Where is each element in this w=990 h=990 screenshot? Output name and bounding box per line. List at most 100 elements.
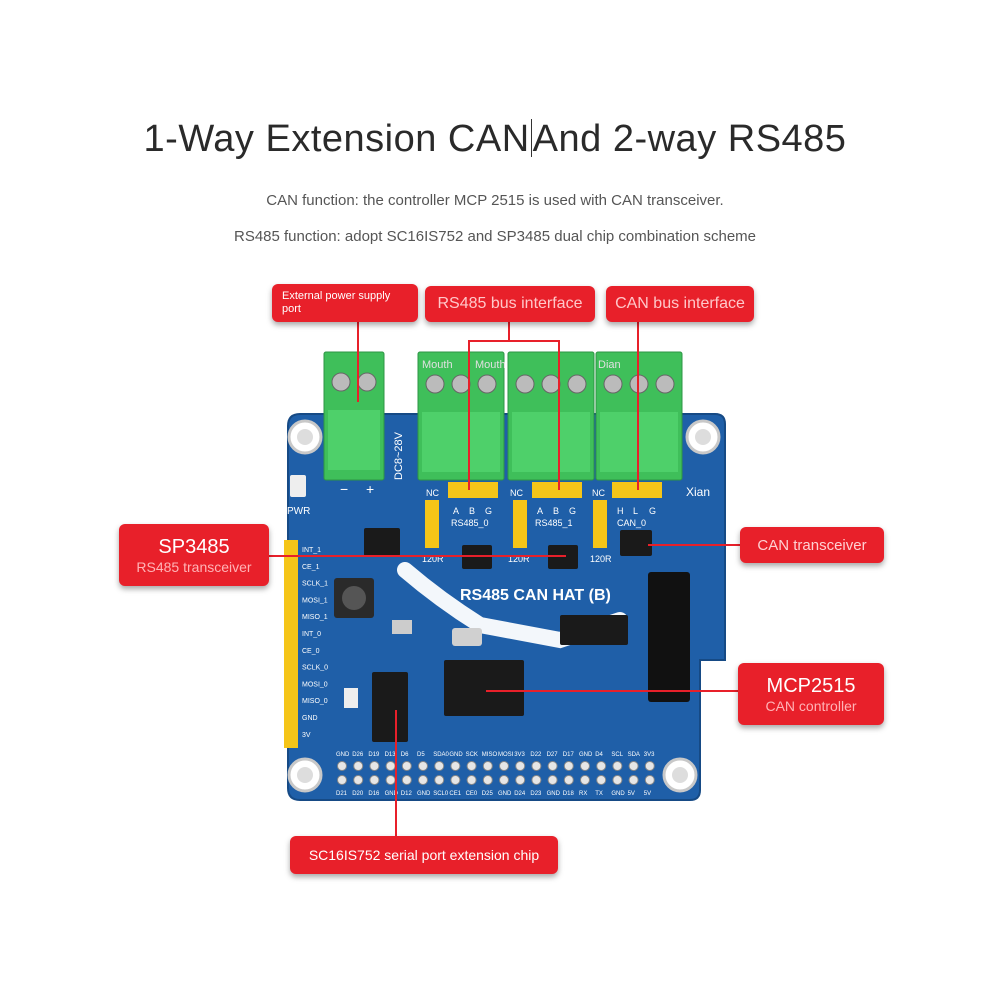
power-terminal	[323, 351, 385, 481]
terminal-label-3: Dian	[598, 359, 621, 371]
svg-text:NC: NC	[510, 488, 523, 498]
rs485-0-terminal	[417, 351, 505, 481]
gpio-label-bottom: CE1	[449, 791, 461, 797]
gpio-pin	[596, 761, 607, 771]
svg-text:B: B	[469, 506, 475, 516]
side-pin-label: MISO_1	[302, 614, 328, 621]
polarity-plus: +	[366, 481, 374, 497]
svg-text:G: G	[569, 506, 576, 516]
svg-text:H: H	[617, 506, 624, 516]
pwr-led	[290, 475, 306, 497]
side-pin-label: MISO_0	[302, 698, 328, 705]
side-pin-label: GND	[302, 715, 318, 722]
gpio-pin	[337, 775, 347, 785]
gpio-pin	[482, 761, 493, 771]
side-pin-label: INT_1	[302, 547, 321, 554]
line-rs485-h	[468, 340, 560, 342]
callout-rs485-text: RS485 bus interface	[437, 295, 583, 312]
gpio-label-bottom: D20	[352, 791, 364, 797]
rs485-1-terminal	[507, 351, 595, 481]
gpio-label-bottom: 5V	[644, 791, 651, 797]
side-pin-label: SCLK_1	[302, 581, 328, 588]
gpio-label-top: MOSI	[498, 752, 514, 758]
gpio-label-top: GND	[579, 752, 593, 758]
gpio-pin	[450, 761, 461, 771]
callout-can-bus: CAN bus interface	[606, 286, 754, 322]
gpio-pin	[418, 761, 428, 771]
svg-text:L: L	[633, 506, 638, 516]
line-rs485-r	[558, 340, 560, 490]
gpio-label-bottom: RX	[579, 791, 587, 797]
callout-power-port: External power supply port	[272, 284, 418, 322]
svg-text:120R: 120R	[422, 554, 444, 564]
callout-mcp2515: MCP2515 CAN controller	[738, 663, 884, 725]
gpio-pin	[450, 775, 461, 785]
gpio-pin	[515, 761, 526, 771]
driver-chip	[560, 615, 628, 645]
side-pin-label: MOSI_0	[302, 681, 328, 688]
callout-mcp2515-sub: CAN controller	[765, 697, 857, 714]
gpio-label-bottom: 5V	[628, 791, 635, 797]
svg-text:NC: NC	[426, 488, 439, 498]
svg-text:A: A	[453, 506, 459, 516]
crystal	[452, 628, 482, 646]
gpio-pin	[499, 775, 509, 785]
gpio-label-bottom: D18	[563, 791, 575, 797]
gpio-label-top: SCL	[611, 752, 623, 758]
small-part-1	[344, 688, 358, 708]
gpio-label-top: D26	[352, 752, 364, 758]
gpio-label-bottom: CE0	[466, 791, 478, 797]
line-sp3485-h	[268, 555, 566, 557]
callout-sc16is752: SC16IS752 serial port extension chip	[290, 836, 558, 874]
gpio-pin	[628, 775, 639, 785]
can-terminal	[595, 351, 683, 481]
svg-text:120R: 120R	[590, 554, 612, 564]
line-cantx-h	[648, 544, 740, 546]
gpio-label-bottom: GND	[611, 791, 625, 797]
callout-can-text: CAN bus interface	[615, 295, 745, 312]
side-pin-label: 3V	[302, 732, 311, 739]
brand-label: Xian	[686, 485, 710, 499]
header-rs485-0: NC A B G RS485_0	[426, 482, 498, 528]
gpio-label-top: GND	[336, 752, 350, 758]
gpio-label-top: D5	[417, 752, 425, 758]
title-part-2: And 2-way RS485	[532, 118, 847, 160]
svg-text:NC: NC	[592, 488, 605, 498]
line-mcp-h	[486, 690, 738, 692]
gpio-header: GNDD21D26D20D19D16D13GNDD6D12D5GNDSDA0SC…	[336, 752, 655, 797]
gpio-label-bottom: SCL0	[433, 791, 449, 797]
line-can-v	[637, 322, 639, 490]
gpio-label-top: MISO	[482, 752, 498, 758]
terminal-label-1: Mouth	[422, 359, 453, 371]
gpio-pin	[466, 775, 477, 785]
header-rs485-1: NC A B G RS485_1	[510, 482, 582, 528]
sp3485-chip-1	[462, 545, 492, 569]
pwr-label: PWR	[287, 506, 310, 517]
svg-text:120R: 120R	[508, 554, 530, 564]
gpio-label-top: SCK	[466, 752, 478, 758]
gpio-label-top: SDA	[628, 752, 640, 758]
side-pin-label: CE_1	[302, 564, 320, 571]
gpio-pin	[563, 761, 574, 771]
gpio-label-bottom: D16	[368, 791, 380, 797]
termination-jumpers: 120R 120R 120R	[422, 500, 612, 564]
gpio-label-top: 3V3	[644, 752, 655, 758]
gpio-label-bottom: D23	[530, 791, 542, 797]
gpio-label-bottom: D25	[482, 791, 494, 797]
gpio-label-top: D17	[563, 752, 575, 758]
gpio-label-top: D6	[401, 752, 409, 758]
gpio-label-top: D22	[530, 752, 542, 758]
gpio-label-bottom: TX	[595, 791, 603, 797]
side-header	[284, 540, 298, 748]
sc16is752-chip	[372, 672, 408, 742]
gpio-pin	[434, 761, 445, 771]
callout-sp3485-title: SP3485	[158, 535, 230, 558]
callout-mcp2515-title: MCP2515	[766, 674, 856, 697]
gpio-label-top: GND	[449, 752, 463, 758]
gpio-pin	[353, 775, 364, 785]
svg-text:G: G	[649, 506, 656, 516]
black-module	[648, 572, 690, 702]
gpio-pin	[644, 761, 655, 771]
gpio-label-bottom: GND	[498, 791, 512, 797]
gpio-pin	[563, 775, 574, 785]
